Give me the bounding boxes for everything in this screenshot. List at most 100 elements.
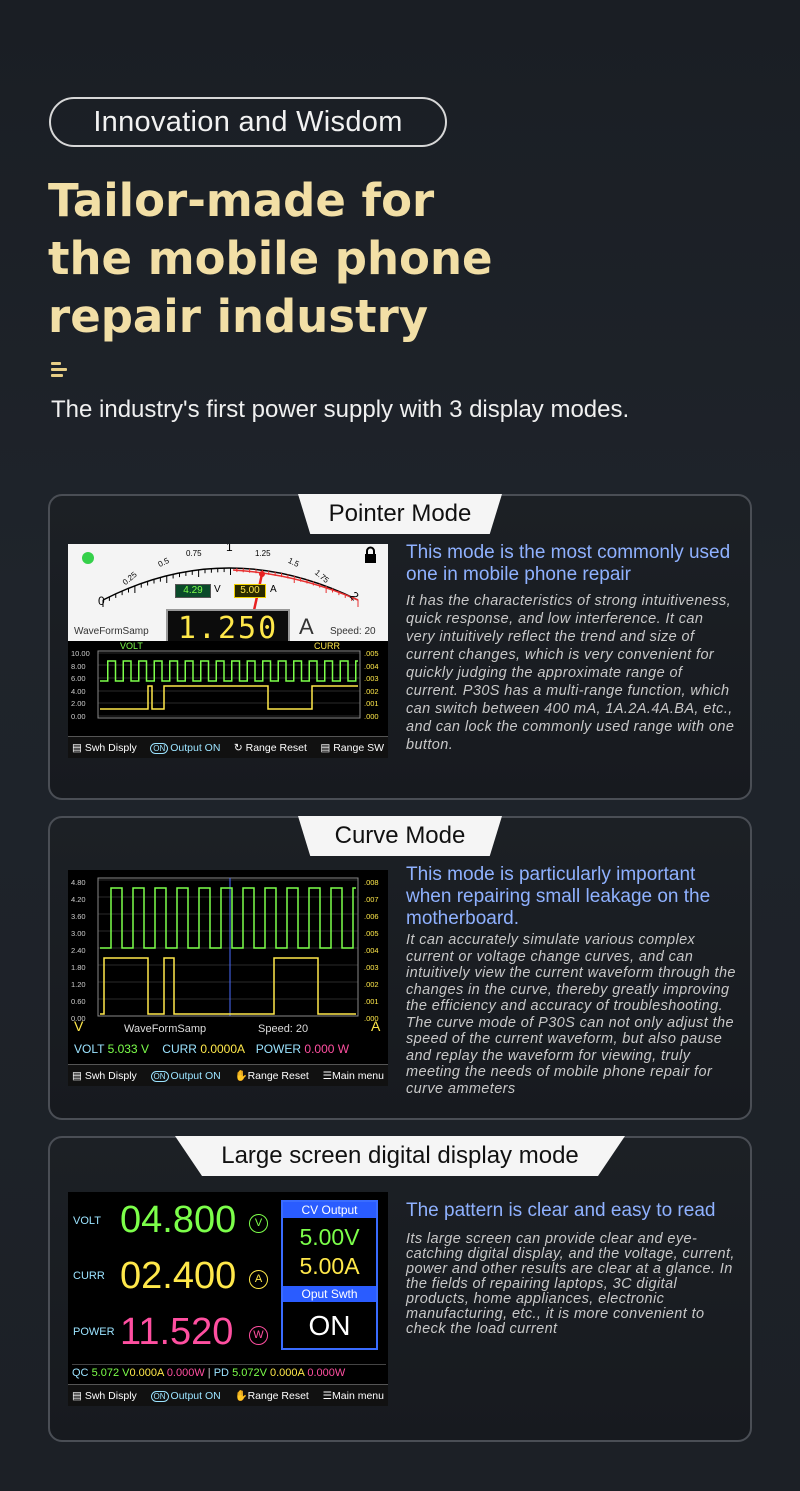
right-axis-label: .002 [364,980,379,989]
meter-ticks [102,568,359,607]
range-reset-button[interactable]: ✋Range Reset [234,1069,308,1082]
headline-line-1: Tailor-made for [48,174,435,227]
swh-display-button[interactable]: ▤ Swh Disply [72,1389,137,1402]
wave-label: WaveFormSamp [124,1023,207,1035]
left-axis-labels: 10.00 8.00 6.00 4.00 2.00 0.00 [71,648,90,724]
right-axis-label: .008 [364,878,379,887]
a-unit: A [371,1018,381,1034]
curr-value: 0.0000A [200,1042,245,1056]
volt-box: 4.29 [175,584,211,598]
speed-label: Speed: 20 [330,626,376,637]
button-label: Swh Disply [84,741,137,754]
curr-unit-icon: A [249,1270,268,1289]
qc-label: QC [72,1367,89,1379]
curve-mode-tab: Curve Mode [298,816,502,856]
main-menu-button[interactable]: ☰Main menu [323,1390,384,1402]
readings-row: VOLT 5.033 V CURR 0.0000A POWER 0.000 W [74,1042,384,1056]
pointer-mode-title: This mode is the most commonly used one … [406,542,731,585]
meter-arc-red [232,569,359,601]
left-axis-label: 10.00 [71,649,90,658]
qc-volt: 5.072 V [91,1367,130,1379]
power-value: 11.520 [120,1311,234,1353]
right-axis-label: .004 [364,661,379,671]
menu-icon: ☰ [322,1389,333,1402]
right-axis-label: .003 [364,674,379,684]
voltage-wave [100,887,356,949]
power-unit-icon: W [249,1326,268,1345]
left-axis-labels: 4.80 4.20 3.60 3.00 2.40 1.80 1.20 0.60 … [71,874,86,1027]
digital-mode-body: Its large screen can provide clear and e… [406,1231,735,1337]
left-axis-label: 4.00 [71,686,86,696]
on-badge: ON [150,742,169,754]
on-badge: ON [150,1390,169,1402]
left-axis-label: 0.00 [71,711,86,721]
axis-lines [98,879,358,1000]
digital-mode-screen: VOLT 04.800 V CURR 02.400 A POWER 11.520… [68,1192,388,1406]
volt-unit: V [214,584,221,595]
curve-mode-screen: 4.80 4.20 3.60 3.00 2.40 1.80 1.20 0.60 … [68,870,388,1086]
swh-display-button[interactable]: ▤ Swh Disply [72,1069,137,1082]
output-state[interactable]: ON [308,1310,351,1341]
right-axis-label: .007 [364,895,379,904]
wave-label: WaveFormSamp [74,626,149,637]
volt-value: 5.033 V [107,1042,149,1056]
menu-lines-icon [51,362,69,378]
headline-line-3: repair industry [48,290,429,343]
right-axis-label: .003 [364,963,379,972]
right-axis-label: .005 [364,649,379,658]
power-value: 0.000 W [304,1042,350,1056]
volt-tag: VOLT [120,641,143,651]
curve-mode-body: It can accurately simulate various compl… [406,932,736,1097]
on-badge: ON [150,1070,169,1082]
pd-volt: 5.072V [232,1367,267,1379]
right-axis-label: .001 [364,997,379,1006]
curr-label: CURR [73,1270,105,1282]
button-label: Main menu [332,1389,384,1402]
axis-lines [98,652,360,717]
left-axis-label: 1.20 [71,980,86,989]
headline-line-2: the mobile phone [48,232,493,285]
right-axis-label: .005 [364,929,379,938]
speed-label: Speed: 20 [258,1023,309,1035]
amp-box: 5.00 [234,584,266,598]
right-axis-label: .001 [364,699,379,709]
qc-power: 0.000W [166,1367,205,1379]
left-axis-label: 6.00 [71,674,86,684]
range-reset-button[interactable]: ↻ Range Reset [234,742,307,754]
range-sw-button[interactable]: ▤ Range SW [320,742,384,754]
voltage-wave [100,660,358,682]
big-unit: A [299,614,314,639]
plot-frame [97,650,361,719]
main-menu-button[interactable]: ☰Main menu [323,1070,384,1082]
current-wave [100,685,358,710]
right-axis-labels: .005 .004 .003 .002 .001 .000 [364,648,379,724]
menu-icon: ☰ [322,1069,333,1082]
swh-display-button[interactable]: ▤ Swh Disply [72,741,137,754]
digital-mode-title: The pattern is clear and easy to read [406,1200,716,1221]
lock-icon [365,546,376,563]
button-label: Output ON [170,1069,221,1082]
qc-pd-row: QC 5.072 V0.000A 0.000W | PD 5.072V 0.00… [72,1364,386,1379]
left-axis-label: 0.00 [71,1014,86,1023]
button-label: Swh Disply [84,1389,137,1402]
scale-1: 1 [226,544,233,554]
pointer-mode-body: It has the characteristics of strong int… [406,593,735,753]
curr-tag: CURR [314,641,340,651]
plot-frame [97,877,359,1017]
curr-label: CURR [162,1042,197,1056]
left-axis-label: 2.40 [71,946,86,955]
left-axis-label: 8.00 [71,661,86,671]
pd-power: 0.000W [307,1367,346,1379]
v-unit: V [74,1018,84,1034]
digital-mode-description: The pattern is clear and easy to read It… [406,1200,736,1337]
waveform-area: VOLT CURR 10.00 8.00 6.00 4.00 2.00 0.00 [68,641,388,736]
pointer-waveform-svg [97,650,361,719]
button-label: Range Reset [245,741,307,754]
button-label: Range Reset [247,1070,309,1082]
range-reset-button[interactable]: ✋Range Reset [234,1389,308,1402]
